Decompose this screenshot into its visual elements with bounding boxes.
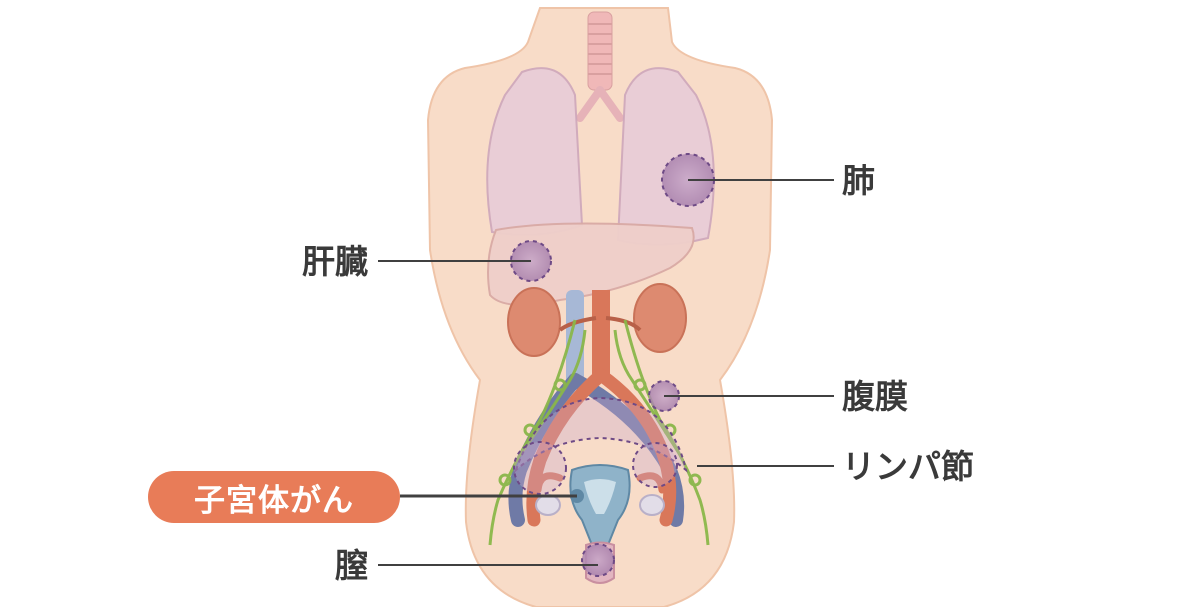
vena-cava bbox=[566, 290, 584, 390]
label-lung: 肺 bbox=[842, 161, 875, 200]
lymph-lesion bbox=[513, 441, 567, 495]
vagina-lesion bbox=[581, 543, 615, 577]
peritoneum-region bbox=[513, 396, 688, 474]
label-liver: 肝臓 bbox=[302, 242, 368, 281]
label-lymph-node: リンパ節 bbox=[842, 447, 974, 486]
lymph-lesion-right bbox=[632, 442, 678, 488]
label-vagina: 膣 bbox=[335, 546, 368, 585]
label-uterine-cancer: 子宮体がん bbox=[194, 482, 354, 519]
aorta bbox=[592, 290, 610, 380]
left-ovary bbox=[535, 494, 561, 516]
left-kidney bbox=[507, 287, 561, 357]
right-kidney bbox=[633, 283, 687, 353]
uterine-cancer-badge: 子宮体がん bbox=[148, 471, 400, 523]
right-ovary bbox=[639, 494, 665, 516]
label-peritoneum: 腹膜 bbox=[842, 377, 908, 416]
leader-lines bbox=[378, 179, 834, 566]
